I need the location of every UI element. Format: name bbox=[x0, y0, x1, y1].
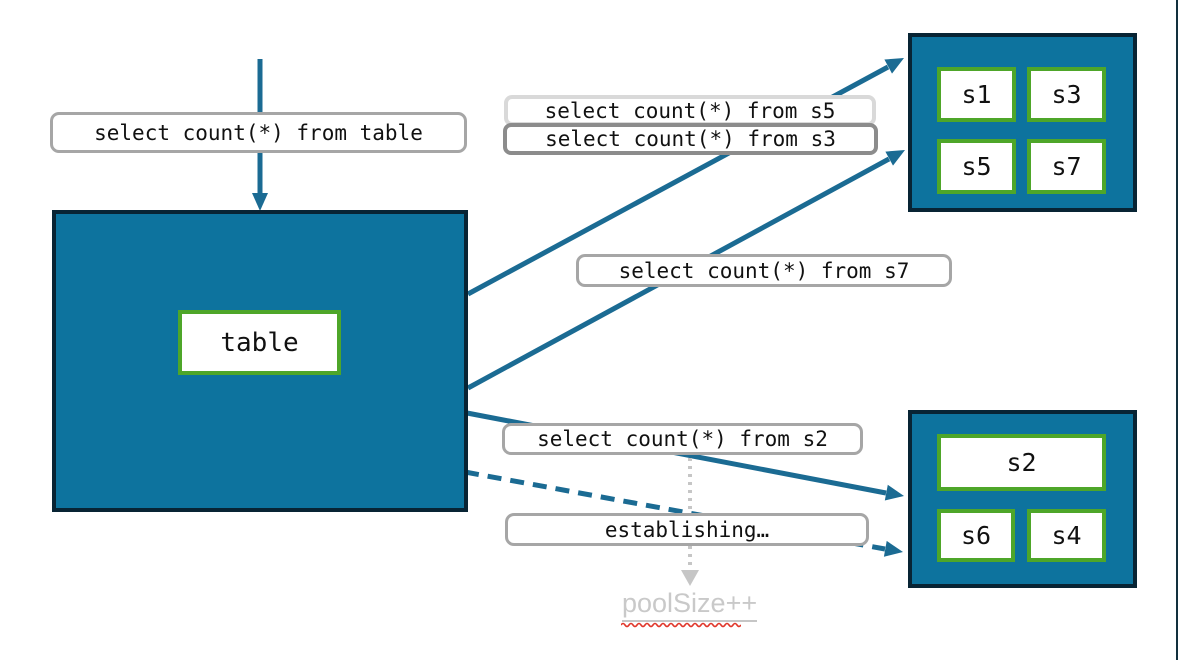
right-edge-line bbox=[1176, 0, 1178, 660]
query-label-s2: select count(*) from s2 bbox=[502, 423, 863, 455]
query-label-s3: select count(*) from s3 bbox=[503, 123, 878, 155]
query-label-s7: select count(*) from s7 bbox=[576, 254, 952, 287]
shard-box-s3: s3 bbox=[1027, 67, 1106, 122]
bottom-shard-group: s2 s6 s4 bbox=[908, 410, 1137, 588]
shard-box-s5: s5 bbox=[937, 139, 1016, 194]
arrow-poolsize-dotted bbox=[681, 450, 699, 586]
table-node: table bbox=[52, 210, 468, 512]
shard-box-s7: s7 bbox=[1027, 139, 1106, 194]
query-label-s5: select count(*) from s5 bbox=[504, 95, 876, 126]
shard-box-s2: s2 bbox=[937, 434, 1106, 491]
poolsize-text: poolSize++ bbox=[622, 588, 758, 622]
table-node-label: table bbox=[178, 310, 341, 375]
top-shard-group: s1 s3 s5 s7 bbox=[908, 33, 1137, 212]
query-label-table: select count(*) from table bbox=[50, 112, 467, 153]
shard-box-s4: s4 bbox=[1027, 509, 1106, 562]
spellcheck-squiggle bbox=[621, 622, 741, 628]
shard-box-s1: s1 bbox=[937, 67, 1016, 122]
establishing-label: establishing… bbox=[505, 513, 869, 546]
shard-box-s6: s6 bbox=[937, 509, 1015, 562]
